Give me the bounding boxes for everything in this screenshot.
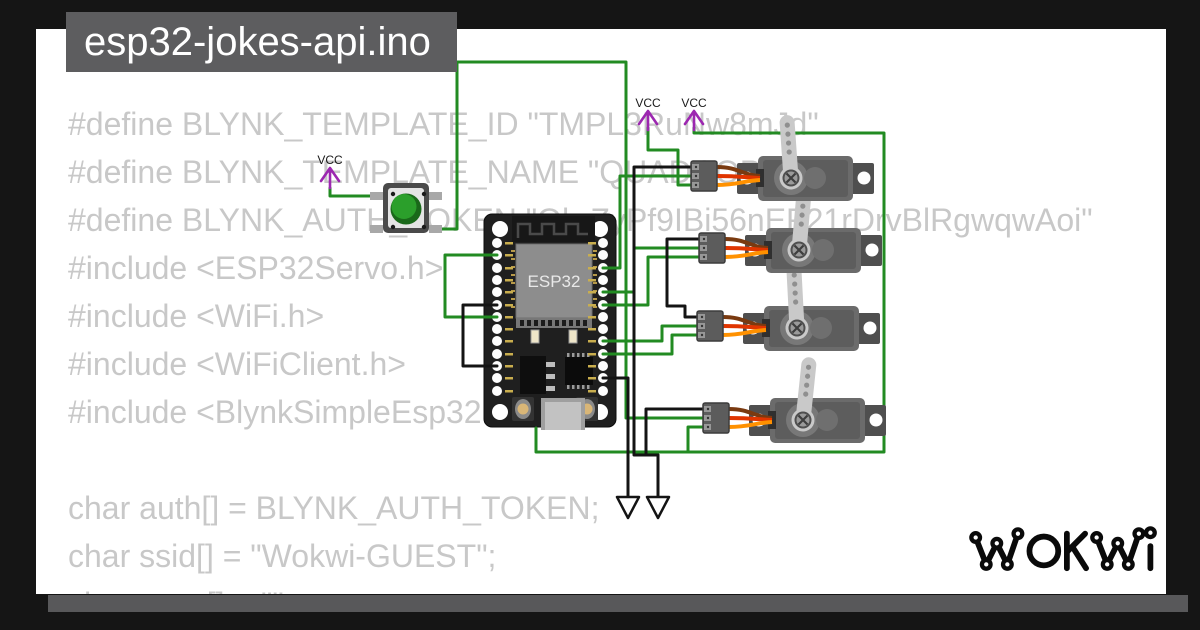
code-line: #include <BlynkSimpleEsp32.h> [68,394,527,430]
code-line: char auth[] = BLYNK_AUTH_TOKEN; [68,490,600,526]
wokwi-logo-glyphs [969,526,1157,572]
code-line: #define BLYNK_TEMPLATE_ID "TMPL3RuNw8mJd… [68,106,819,142]
circuit-canvas: #define BLYNK_TEMPLATE_ID "TMPL3RuNw8mJd… [36,29,1166,594]
code-line: char ssid[] = "Wokwi-GUEST"; [68,538,497,574]
code-line: #define BLYNK_TEMPLATE_NAME "QUADCOPTER" [68,154,837,190]
wokwi-logo [968,520,1160,580]
code-line: #include <WiFiClient.h> [68,346,406,382]
code-line: #include <ESP32Servo.h> [68,250,444,286]
code-line [68,436,1166,484]
footer-bar [48,595,1188,612]
file-name: esp32-jokes-api.ino [84,20,431,64]
file-tab[interactable]: esp32-jokes-api.ino [66,12,457,72]
code-line: #define BLYNK_AUTH_TOKEN "Qh-ZyPf9IBi56n… [68,202,1093,238]
code-line: #include <WiFi.h> [68,298,325,334]
code-line: char pass[] = ""; [68,580,1166,594]
